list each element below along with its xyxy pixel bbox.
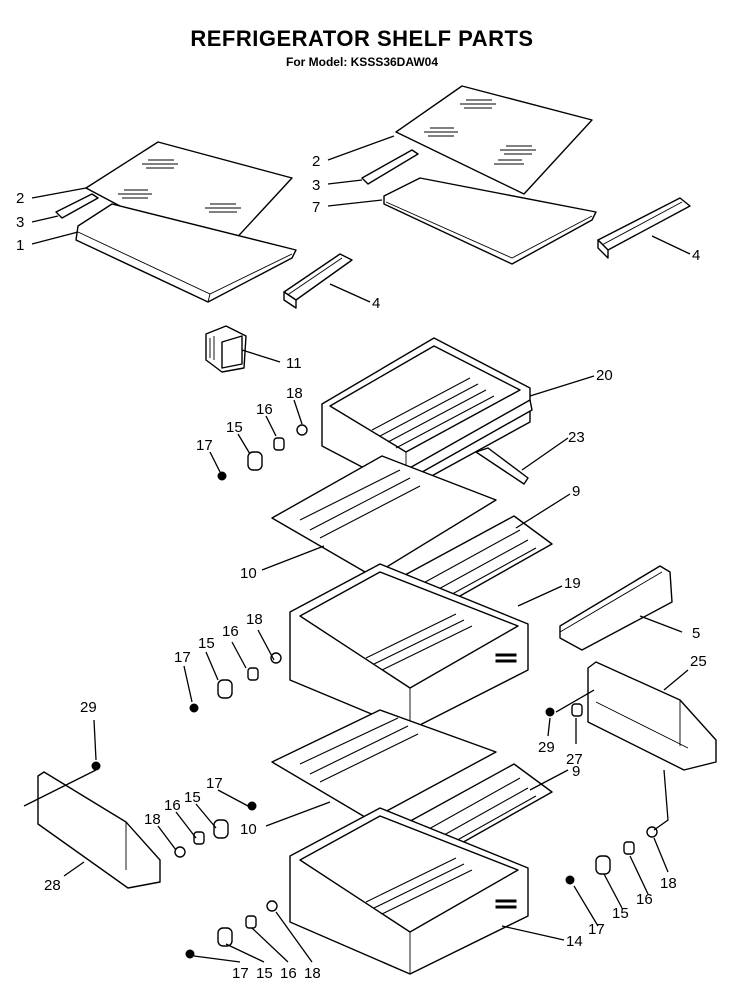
callout-end-cap: 4 bbox=[372, 295, 380, 312]
support-hardware-left bbox=[91, 761, 101, 771]
callout-support-right: 25 bbox=[690, 653, 707, 670]
callout-slide-rail: 23 bbox=[568, 429, 585, 446]
shelf-end-cap-left bbox=[283, 253, 353, 309]
callout-crisper-tray: 10 bbox=[240, 565, 257, 582]
crisper-tray-upper bbox=[271, 455, 497, 577]
callout-roller: 15 bbox=[184, 789, 201, 806]
callout-shelf-frame: 7 bbox=[312, 199, 320, 216]
callout-support-left: 28 bbox=[44, 877, 61, 894]
callout-shelf-glass: 2 bbox=[16, 190, 24, 207]
callout-roller: 15 bbox=[256, 965, 273, 982]
callout-washer: 18 bbox=[286, 385, 303, 402]
roller-hardware-upper bbox=[217, 424, 308, 481]
callout-crisper-cover: 9 bbox=[572, 483, 580, 500]
callout-screw: 17 bbox=[206, 775, 223, 792]
model-subtitle: For Model: KSSS36DAW04 bbox=[285, 55, 439, 69]
drawer-bracket-part bbox=[205, 325, 247, 373]
callout-axle: 16 bbox=[164, 797, 181, 814]
callout-support-nut: 27 bbox=[566, 751, 583, 768]
callout-roller: 15 bbox=[226, 419, 243, 436]
shelf-frame-right bbox=[361, 149, 597, 265]
callout-washer: 18 bbox=[246, 611, 263, 628]
crisper-pan-lower bbox=[289, 807, 529, 975]
callout-screw: 17 bbox=[232, 965, 249, 982]
meat-pan-upper bbox=[321, 337, 533, 491]
shelf-frame-left bbox=[55, 193, 297, 303]
callout-screw: 17 bbox=[196, 437, 213, 454]
callout-washer: 18 bbox=[660, 875, 677, 892]
callout-roller: 15 bbox=[198, 635, 215, 652]
callout-crisper-pan-lower: 14 bbox=[566, 933, 583, 950]
support-hardware-right bbox=[545, 703, 583, 717]
callout-screw: 17 bbox=[174, 649, 191, 666]
pan-support-right bbox=[587, 661, 717, 771]
callout-axle: 16 bbox=[636, 891, 653, 908]
leader-lines bbox=[23, 135, 691, 963]
callout-washer: 18 bbox=[304, 965, 321, 982]
callout-shelf-trim: 3 bbox=[312, 177, 320, 194]
crisper-side-rail bbox=[559, 565, 673, 651]
pan-support-left bbox=[37, 771, 161, 889]
callout-crisper-pan: 19 bbox=[564, 575, 581, 592]
callout-side-rail: 5 bbox=[692, 625, 700, 642]
callout-crisper-tray: 10 bbox=[240, 821, 257, 838]
callout-screw: 17 bbox=[588, 921, 605, 938]
callout-meat-pan: 20 bbox=[596, 367, 613, 384]
crisper-tray-lower bbox=[271, 709, 497, 821]
callout-support-screw: 29 bbox=[538, 739, 555, 756]
callout-end-cap: 4 bbox=[692, 247, 700, 264]
callout-roller: 15 bbox=[612, 905, 629, 922]
callout-support-screw: 29 bbox=[80, 699, 97, 716]
diagram-title: REFRIGERATOR SHELF PARTS bbox=[190, 26, 534, 51]
callout-bracket: 11 bbox=[286, 355, 302, 372]
glass-shelf-right bbox=[395, 85, 593, 195]
roller-hardware-bottom bbox=[185, 900, 278, 959]
callout-shelf-trim: 3 bbox=[16, 214, 24, 231]
glass-shelf-left bbox=[85, 141, 293, 259]
callout-axle: 16 bbox=[256, 401, 273, 418]
callout-shelf-glass: 2 bbox=[312, 153, 320, 170]
shelf-end-cap-right bbox=[597, 197, 691, 259]
roller-hardware-middle bbox=[189, 652, 282, 713]
crisper-pan-upper bbox=[289, 563, 529, 731]
callout-crisper-cover: 9 bbox=[572, 763, 580, 780]
callout-axle: 16 bbox=[222, 623, 239, 640]
callout-shelf-frame: 1 bbox=[16, 237, 24, 254]
callout-numbers: 2 3 1 4 2 3 7 4 11 20 23 18 16 15 17 9 1… bbox=[16, 153, 707, 982]
roller-hardware-lower-left bbox=[174, 801, 257, 858]
pan-slide-rail bbox=[475, 447, 529, 485]
callout-axle: 16 bbox=[280, 965, 297, 982]
roller-hardware-lower-right bbox=[565, 826, 658, 885]
callout-washer: 18 bbox=[144, 811, 161, 828]
